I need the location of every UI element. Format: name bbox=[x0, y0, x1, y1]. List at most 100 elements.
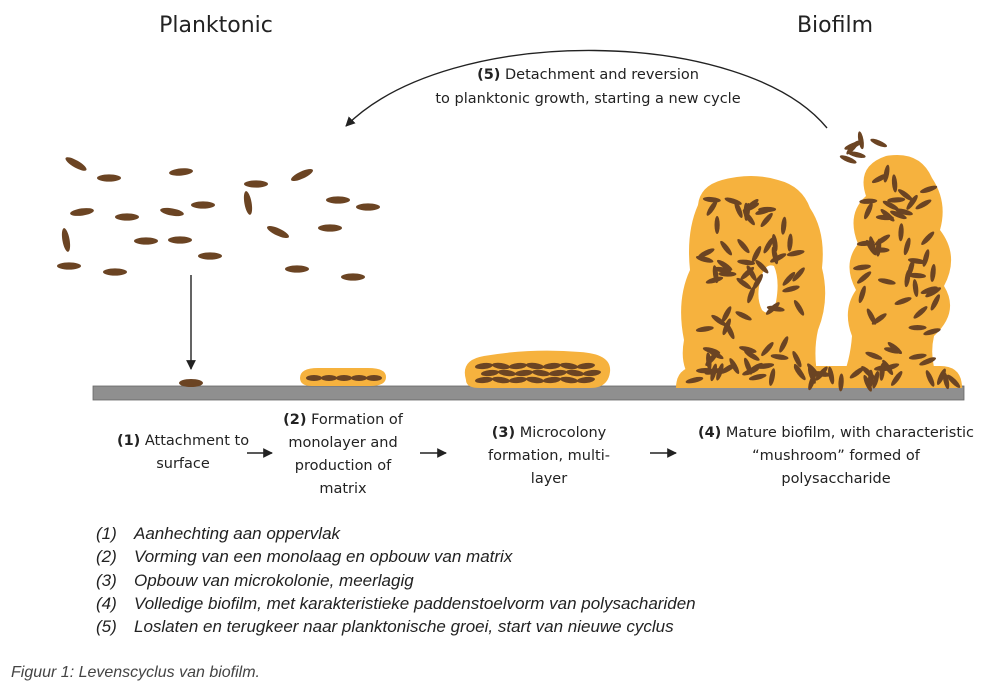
biofilm-bacterium bbox=[782, 285, 800, 293]
mushroom-hollow bbox=[758, 265, 778, 313]
biofilm-bacterium bbox=[756, 363, 775, 369]
biofilm-bacterium bbox=[735, 311, 752, 321]
biofilm-bacterium bbox=[718, 271, 737, 277]
biofilm-bacterium bbox=[760, 212, 773, 228]
planktonic-bacterium bbox=[97, 174, 121, 182]
microcolony-bacterium bbox=[498, 369, 516, 377]
biofilm-bacterium bbox=[755, 259, 769, 274]
biofilm-bacterium bbox=[857, 131, 864, 150]
stage3-label-line2: formation, multi- bbox=[488, 448, 610, 464]
stage2-number: (2) bbox=[283, 412, 306, 428]
biofilm-bacterium bbox=[849, 366, 865, 379]
biofilm-bacterium bbox=[763, 237, 774, 254]
biofilm-bacterium bbox=[739, 346, 757, 353]
attached-bacterium bbox=[179, 379, 203, 387]
legend-item-4: (4)Volledige biofilm, met karakteristiek… bbox=[96, 592, 696, 615]
biofilm-bacterium bbox=[882, 363, 900, 372]
biofilm-bacterium bbox=[792, 267, 805, 282]
biofilm-bacterium bbox=[714, 215, 720, 234]
biofilm-bacterium bbox=[857, 271, 872, 284]
biofilm-bacterium bbox=[908, 353, 927, 360]
microcolony-bacterium bbox=[475, 362, 493, 370]
legend-text: Volledige biofilm, met karakteristieke p… bbox=[134, 593, 696, 613]
surface bbox=[92, 385, 965, 401]
figure-caption: Figuur 1: Levenscyclus van biofilm. bbox=[11, 664, 260, 681]
biofilm-bacterium bbox=[839, 155, 857, 164]
detachment-number: (5) bbox=[477, 67, 500, 83]
biofilm-bacterium bbox=[866, 308, 877, 325]
biofilm-bacterium bbox=[891, 174, 898, 193]
planktonic-bacterium bbox=[356, 203, 380, 211]
biofilm-bacterium bbox=[716, 259, 733, 271]
planktonic-bacterium bbox=[57, 262, 81, 270]
biofilm-bacterium bbox=[882, 200, 899, 211]
planktonic-bacterium bbox=[103, 268, 127, 276]
biofilm-bacterium bbox=[752, 273, 763, 290]
microcolony-bacterium bbox=[566, 369, 584, 377]
biofilm-bacterium bbox=[716, 363, 724, 381]
microcolony-bacterium bbox=[492, 362, 510, 370]
biofilm-bacterium bbox=[920, 185, 938, 194]
planktonic-bacterium bbox=[191, 201, 215, 209]
stage3-label-line3: layer bbox=[531, 471, 567, 487]
legend-item-5: (5)Loslaten en terugkeer naar planktonis… bbox=[96, 615, 696, 638]
biofilm-bacterium bbox=[771, 246, 779, 265]
detachment-text-line1: Detachment and reversion bbox=[500, 67, 699, 83]
biofilm-bacterium bbox=[734, 201, 743, 218]
planktonic-bacterium bbox=[267, 225, 289, 239]
biofilm-bacterium bbox=[878, 278, 896, 285]
biofilm-bacterium bbox=[907, 259, 915, 277]
legend-number: (3) bbox=[96, 570, 117, 590]
biofilm-bacterium bbox=[946, 374, 961, 388]
biofilm-bacterium bbox=[782, 271, 796, 286]
biofilm-bacterium bbox=[925, 370, 935, 387]
biofilm-bacterium bbox=[858, 285, 866, 304]
detachment-label-line2: to planktonic growth, starting a new cyc… bbox=[435, 91, 740, 107]
biofilm-bacterium bbox=[915, 199, 932, 210]
microcolony-bacterium bbox=[515, 369, 533, 377]
biofilm-bacterium bbox=[884, 347, 902, 354]
stage1-text-line1: Attachment to bbox=[140, 433, 249, 449]
biofilm-bacterium bbox=[890, 210, 907, 220]
planktonic-bacterium bbox=[341, 273, 365, 281]
biofilm-bacterium bbox=[742, 202, 760, 212]
planktonic-bacterium bbox=[243, 191, 253, 215]
microcolony-bacterium bbox=[583, 369, 601, 377]
biofilm-bacterium bbox=[919, 357, 937, 366]
microcolony-bacterium bbox=[475, 376, 493, 384]
monolayer-bacterium bbox=[351, 375, 367, 381]
legend-item-3: (3)Opbouw van microkolonie, meerlagig bbox=[96, 569, 696, 592]
stage3-number: (3) bbox=[492, 425, 515, 441]
biofilm-bacterium bbox=[859, 198, 878, 204]
stage2-label-line2: monolayer and bbox=[288, 435, 397, 451]
biofilm-bacterium bbox=[891, 371, 903, 386]
biofilm-bacterium bbox=[912, 279, 919, 297]
biofilm-bacterium bbox=[870, 138, 888, 148]
biofilm-bacterium bbox=[925, 287, 942, 298]
stage2-label-line1: (2) Formation of bbox=[283, 412, 404, 428]
biofilm-bacterium bbox=[740, 266, 755, 280]
biofilm-bacterium bbox=[865, 351, 883, 360]
biofilm-bacterium bbox=[724, 197, 742, 205]
biofilm-bacterium bbox=[874, 234, 891, 246]
biofilm-bacterium bbox=[792, 350, 802, 368]
legend-text: Loslaten en terugkeer naar planktonische… bbox=[134, 617, 674, 637]
microcolony-bacterium bbox=[509, 362, 527, 370]
biofilm-bacterium bbox=[887, 197, 906, 203]
biofilm-bacterium bbox=[808, 373, 816, 391]
detachment-arrow bbox=[345, 49, 828, 129]
microcolony-bacterium bbox=[549, 369, 567, 377]
biofilm-bacterium bbox=[705, 276, 724, 284]
legend-item-1: (1)Aanhechting aan oppervlak bbox=[96, 522, 696, 545]
stage2-text-line1: Formation of bbox=[306, 412, 403, 428]
planktonic-bacterium bbox=[70, 208, 94, 216]
stage4-label-line2: “mushroom” formed of bbox=[752, 448, 921, 464]
biofilm-bacterium bbox=[748, 373, 767, 381]
biofilm-bacterium bbox=[942, 371, 950, 390]
biofilm-bacterium bbox=[737, 238, 750, 254]
microcolony-bacterium bbox=[577, 362, 595, 370]
biofilm-bacterium bbox=[838, 373, 844, 392]
legend-item-2: (2)Vorming van een monolaag en opbouw va… bbox=[96, 545, 696, 568]
biofilm-bacterium bbox=[872, 371, 880, 389]
